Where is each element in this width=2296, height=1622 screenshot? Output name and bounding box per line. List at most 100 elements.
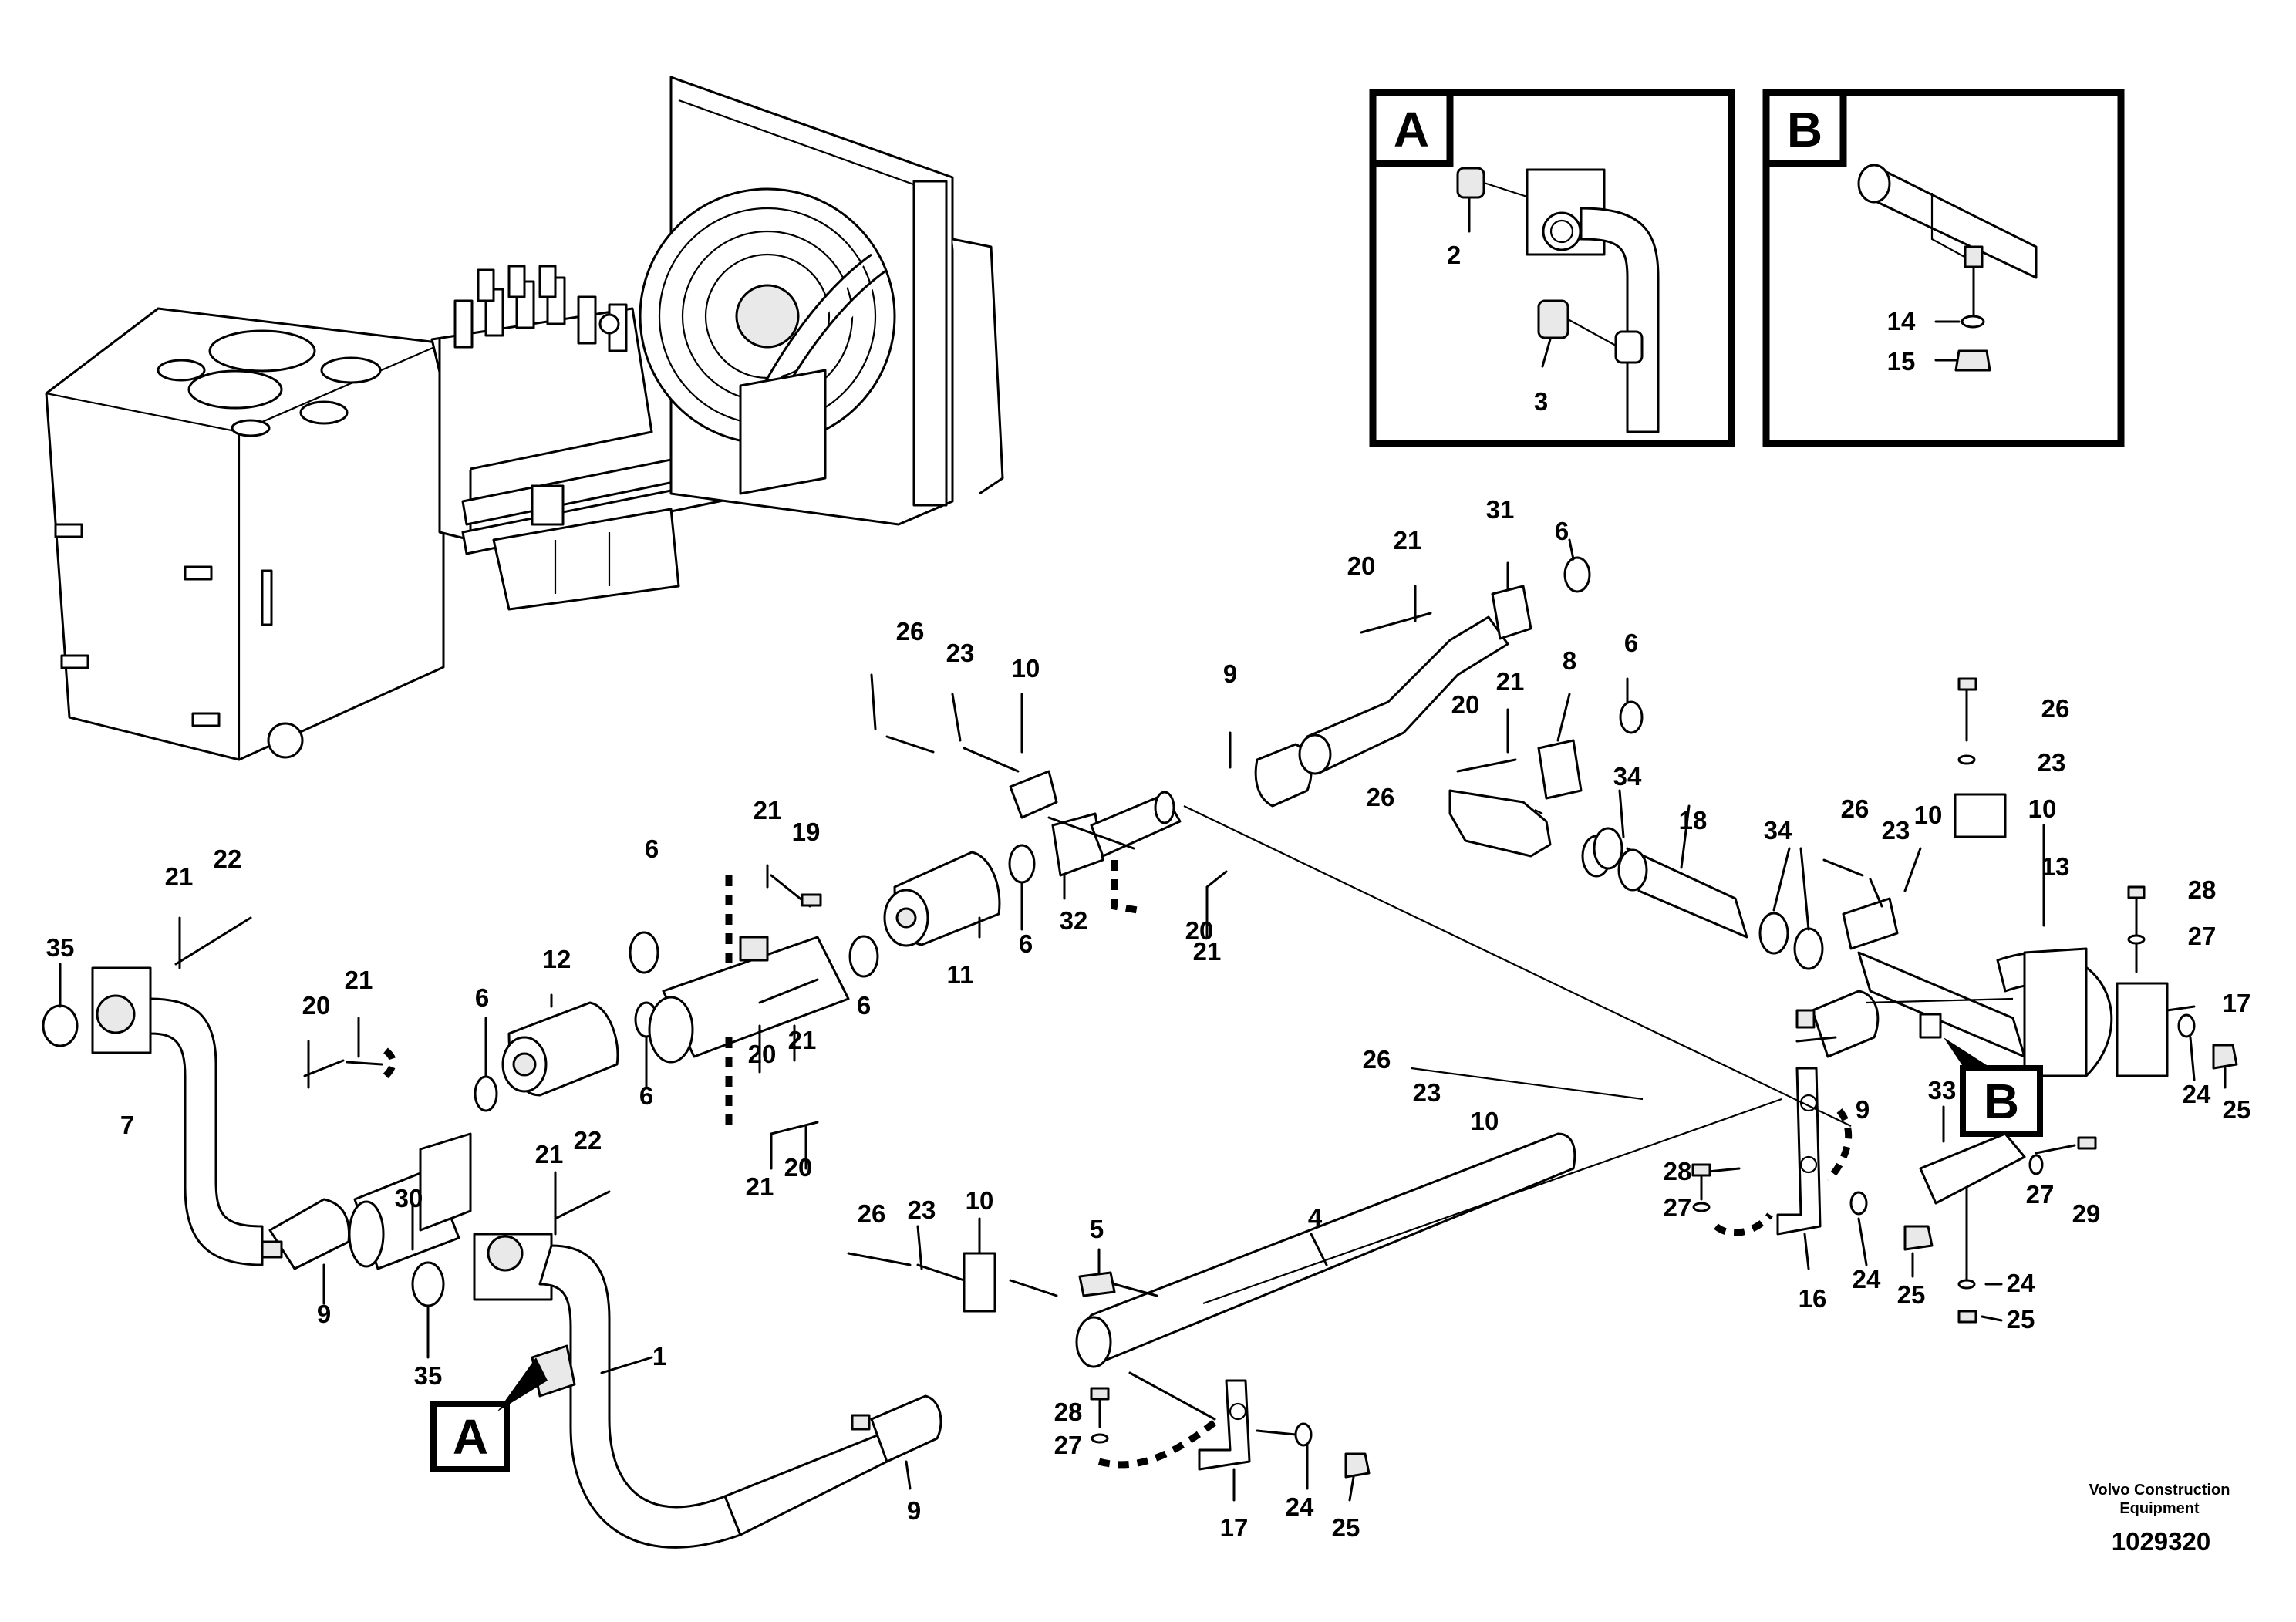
callout-17: 17 [2223, 989, 2251, 1017]
callout-6: 6 [1624, 629, 1638, 657]
pipe-31-assembly [870, 538, 1591, 850]
view-marker-a: A [453, 1409, 488, 1465]
callout-numbers: 2 3 14 15 6 31 21 20 26 23 10 9 6 8 21 2… [46, 241, 2251, 1542]
callout-8: 8 [1563, 646, 1576, 675]
callout-25: 25 [2223, 1095, 2251, 1124]
callout-1: 1 [652, 1342, 666, 1371]
company-name-line-1: Volvo Construction [2089, 1482, 2230, 1499]
callout-20: 20 [1451, 690, 1480, 719]
callout-4: 4 [1308, 1203, 1323, 1232]
drawing-number: 1029320 [2112, 1527, 2210, 1556]
callout-27: 27 [2188, 922, 2217, 950]
callout-21: 21 [1496, 667, 1525, 696]
callout-6: 6 [1555, 517, 1569, 545]
callout-9: 9 [1856, 1095, 1870, 1124]
callout-21: 21 [788, 1026, 817, 1054]
lower-right-bracket-assembly: B [1691, 990, 2097, 1324]
detail-view-a-label: A [1394, 102, 1429, 157]
callout-25: 25 [1897, 1280, 1926, 1309]
callout-25: 25 [2007, 1305, 2035, 1334]
right-bracket-assembly [1822, 677, 2238, 1089]
callout-9: 9 [907, 1496, 921, 1525]
callout-26: 26 [1367, 783, 1395, 811]
callout-10: 10 [966, 1186, 994, 1215]
callout-26: 26 [858, 1199, 886, 1228]
callout-35: 35 [46, 933, 75, 962]
callout-23: 23 [946, 639, 975, 667]
callout-34: 34 [1613, 762, 1642, 791]
detail-view-a: A [1369, 89, 1735, 447]
callout-11: 11 [947, 960, 974, 989]
detail-view-b: B [1762, 89, 2125, 447]
pipe-11-and-flange-32 [883, 791, 1228, 947]
machine-assembly-illustration [45, 76, 1004, 761]
callout-10: 10 [1012, 654, 1040, 683]
callout-9: 9 [1223, 659, 1237, 688]
callout-10: 10 [1471, 1107, 1499, 1135]
callout-10: 10 [1914, 801, 1943, 829]
pipe-30-and-fittings [261, 993, 659, 1305]
pipe-7-assembly [42, 916, 264, 1266]
callout-34: 34 [1764, 816, 1792, 845]
callout-17: 17 [1220, 1513, 1249, 1542]
callout-28: 28 [1664, 1157, 1692, 1185]
callout-21: 21 [535, 1140, 564, 1168]
callout-21: 21 [345, 966, 373, 994]
callout-20: 20 [1185, 916, 1214, 945]
callout-12: 12 [543, 945, 571, 973]
callout-23: 23 [908, 1195, 936, 1224]
callout-27: 27 [1664, 1193, 1692, 1222]
callout-31: 31 [1486, 495, 1515, 524]
callout-21: 21 [1394, 526, 1422, 555]
callout-28: 28 [2188, 875, 2217, 904]
callout-24: 24 [1853, 1265, 1881, 1293]
callout-27: 27 [1054, 1431, 1083, 1459]
footer-block: Volvo Construction Equipment 1029320 [2089, 1482, 2230, 1556]
callout-18: 18 [1679, 806, 1708, 835]
callout-30: 30 [395, 1184, 423, 1212]
callout-32: 32 [1060, 906, 1088, 935]
callout-28: 28 [1054, 1398, 1083, 1426]
callout-3: 3 [1534, 387, 1548, 416]
callout-29: 29 [2072, 1199, 2101, 1228]
callout-23: 23 [1882, 816, 1910, 845]
callout-2: 2 [1447, 241, 1461, 269]
pipe-8-and-18-assembly [1448, 677, 1824, 970]
view-marker-b: B [1984, 1074, 2019, 1129]
callout-13: 13 [2041, 852, 2070, 881]
callout-6: 6 [1019, 929, 1033, 958]
manifold-assembly [629, 864, 879, 1170]
callout-35: 35 [414, 1361, 443, 1390]
callout-26: 26 [1841, 794, 1870, 823]
callout-16: 16 [1799, 1284, 1827, 1313]
pipe-4-assembly [847, 1132, 1576, 1502]
callout-6: 6 [639, 1081, 653, 1110]
callout-20: 20 [302, 991, 331, 1020]
callout-7: 7 [120, 1111, 134, 1139]
callout-21: 21 [1193, 937, 1222, 966]
callout-9: 9 [317, 1300, 331, 1328]
callout-6: 6 [857, 991, 871, 1020]
callout-24: 24 [2007, 1269, 2035, 1297]
callout-26: 26 [2041, 694, 2070, 723]
callout-26: 26 [1363, 1045, 1391, 1074]
callout-14: 14 [1887, 307, 1916, 336]
callout-23: 23 [2038, 748, 2066, 777]
pipe-1-assembly: A [411, 1171, 888, 1549]
callout-24: 24 [1286, 1492, 1314, 1521]
callout-21: 21 [165, 862, 194, 891]
callout-6: 6 [475, 983, 489, 1012]
callout-20: 20 [748, 1040, 777, 1068]
callout-27: 27 [2026, 1180, 2055, 1209]
callout-26: 26 [896, 617, 925, 646]
callout-23: 23 [1413, 1078, 1441, 1107]
callout-20: 20 [1347, 551, 1376, 580]
callout-6: 6 [645, 835, 659, 863]
callout-19: 19 [792, 818, 821, 846]
callout-15: 15 [1887, 347, 1916, 376]
callout-21: 21 [754, 796, 782, 824]
detail-view-b-label: B [1787, 102, 1822, 157]
callout-33: 33 [1928, 1076, 1957, 1104]
callout-25: 25 [1332, 1513, 1360, 1542]
